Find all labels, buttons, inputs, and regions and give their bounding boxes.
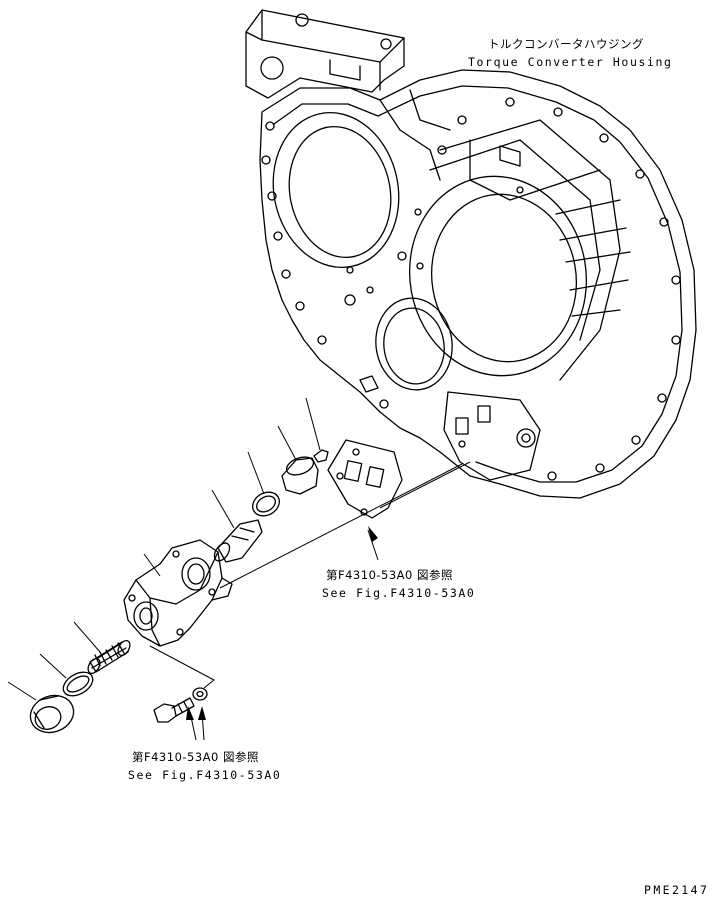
housing-label-jp: トルクコンバータハウジング: [488, 37, 644, 51]
torque-converter-housing: [245, 9, 697, 499]
gasket-ref-arrow: [367, 526, 379, 561]
spring: [87, 639, 131, 675]
gasket-ref-jp: 第F4310-53A0 図参照: [326, 568, 454, 582]
housing-label-en: Torque Converter Housing: [468, 55, 673, 69]
mounting-bolt: [153, 697, 195, 723]
o-ring-lower: [62, 671, 94, 697]
bolt-ref-arrows: [186, 706, 206, 741]
plug: [29, 694, 75, 734]
washer: [192, 687, 208, 701]
o-ring-upper: [252, 491, 280, 517]
drawing-code: PME2147: [644, 883, 710, 897]
valve-spool: [213, 519, 263, 563]
bolt-ref-en: See Fig.F4310-53A0: [128, 768, 282, 782]
flange-bolt-holes: [261, 97, 681, 481]
valve-cap: [281, 456, 319, 495]
bolt-ref-jp: 第F4310-53A0 図参照: [132, 750, 260, 764]
leader-lines: [7, 397, 471, 701]
gasket-ref-en: See Fig.F4310-53A0: [322, 586, 476, 600]
valve-gasket: [327, 439, 403, 519]
set-screw: [313, 449, 329, 463]
valve-body: [123, 539, 233, 647]
